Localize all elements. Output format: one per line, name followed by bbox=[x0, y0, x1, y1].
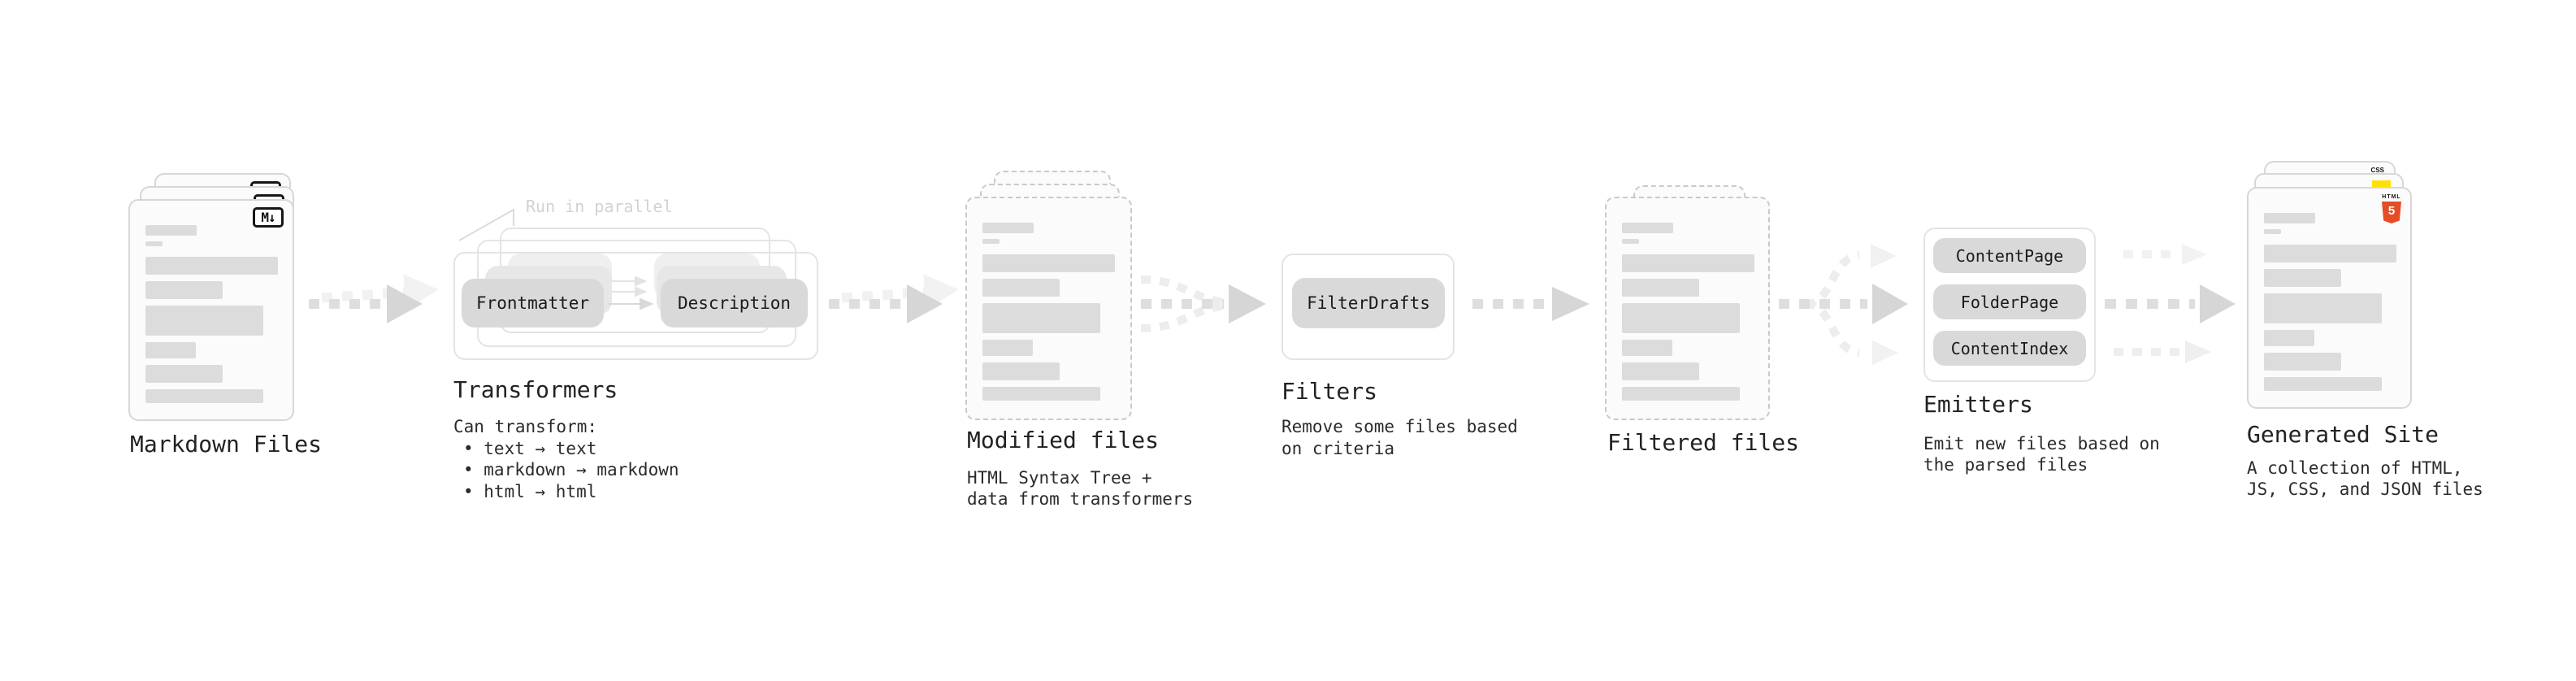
parallel-note-leader-line bbox=[458, 208, 514, 241]
filtered-files-title: Filtered files bbox=[1607, 429, 1800, 456]
flow-arrow-filters-to-filtered bbox=[1472, 287, 1589, 321]
parallel-flow-arrows-icon bbox=[608, 275, 654, 310]
document-page-front: M↓ bbox=[128, 199, 294, 421]
node-frontmatter: Frontmatter bbox=[462, 279, 604, 327]
transformers-caption: Can transform: • text → text • markdown … bbox=[453, 416, 679, 502]
node-filter-drafts: FilterDrafts bbox=[1292, 278, 1445, 328]
flow-arrow-transformers-to-modified bbox=[829, 274, 959, 323]
caption-heading: Can transform: bbox=[453, 417, 598, 436]
emitters-title: Emitters bbox=[1923, 391, 2033, 418]
markdown-icon: M↓ bbox=[253, 207, 284, 228]
document-content-placeholder bbox=[1622, 223, 1754, 401]
flow-arrow-markdown-to-transformers bbox=[309, 274, 439, 323]
caption-line: on criteria bbox=[1281, 439, 1395, 458]
document-content-placeholder bbox=[145, 225, 278, 403]
parallel-note: Run in parallel bbox=[526, 197, 673, 216]
generated-site-title: Generated Site bbox=[2247, 421, 2439, 448]
caption-item: • markdown → markdown bbox=[463, 460, 679, 479]
caption-line: JS, CSS, and JSON files bbox=[2247, 479, 2483, 499]
caption-line: HTML Syntax Tree + bbox=[967, 468, 1152, 488]
flow-arrow-merge-to-filters bbox=[1140, 275, 1266, 332]
caption-line: Remove some files based bbox=[1281, 417, 1518, 436]
flow-arrow-fanout-to-emitters bbox=[1779, 244, 1908, 365]
transformer-frame-front bbox=[453, 252, 818, 360]
document-content-placeholder bbox=[2264, 213, 2396, 391]
html5-icon-word: HTML bbox=[2382, 194, 2401, 200]
generated-site-caption: A collection of HTML, JS, CSS, and JSON … bbox=[2247, 458, 2483, 500]
modified-files-title: Modified files bbox=[967, 427, 1160, 453]
caption-line: A collection of HTML, bbox=[2247, 458, 2463, 478]
flow-arrows-emitters-to-site bbox=[2105, 244, 2236, 363]
filters-caption: Remove some files based on criteria bbox=[1281, 416, 1518, 460]
document-content-placeholder bbox=[982, 223, 1115, 401]
caption-item: • text → text bbox=[463, 438, 597, 458]
emitters-caption: Emit new files based on the parsed files bbox=[1923, 433, 2160, 475]
filters-title: Filters bbox=[1281, 378, 1378, 405]
caption-line: data from transformers bbox=[967, 489, 1194, 509]
site-page-html: HTML 5 bbox=[2247, 187, 2412, 409]
markdown-files-title: Markdown Files bbox=[130, 431, 323, 458]
html5-icon-shield: 5 bbox=[2382, 202, 2401, 223]
caption-line: Emit new files based on bbox=[1923, 434, 2160, 453]
html5-icon: HTML 5 bbox=[2381, 194, 2402, 223]
node-content-page: ContentPage bbox=[1933, 238, 2086, 273]
dashed-page-front bbox=[965, 197, 1132, 420]
transformers-title: Transformers bbox=[453, 376, 618, 403]
node-description: Description bbox=[661, 279, 808, 327]
modified-files-caption: HTML Syntax Tree + data from transformer… bbox=[967, 467, 1193, 510]
node-folder-page: FolderPage bbox=[1933, 284, 2086, 319]
caption-item: • html → html bbox=[463, 481, 597, 501]
caption-line: the parsed files bbox=[1923, 455, 2088, 475]
node-content-index: ContentIndex bbox=[1933, 331, 2086, 366]
dashed-page-front bbox=[1605, 197, 1770, 420]
js-icon bbox=[2372, 180, 2391, 189]
